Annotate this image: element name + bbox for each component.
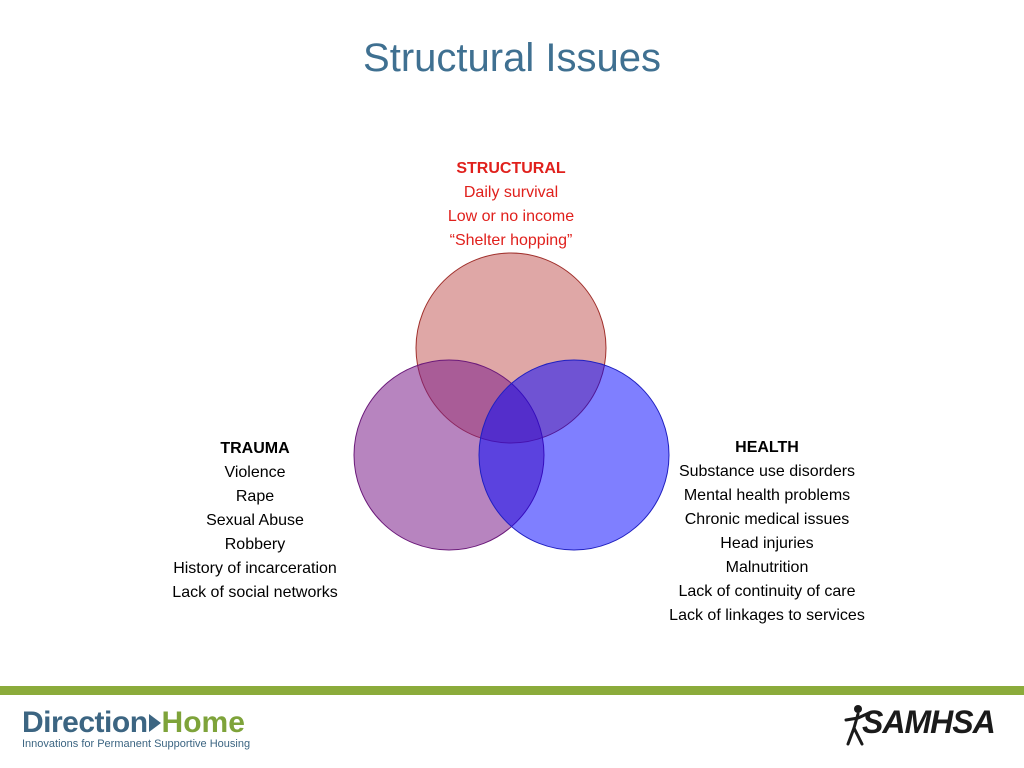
trauma-item: Rape (235, 488, 275, 505)
trauma-item: Lack of social networks (172, 584, 338, 601)
samhsa-logo: SAMHSA (842, 704, 996, 746)
health-block: HEALTH Substance use disorders Mental he… (632, 436, 902, 628)
trauma-item: Sexual Abuse (206, 512, 304, 529)
health-item: Substance use disorders (678, 463, 856, 480)
health-item: Chronic medical issues (684, 511, 850, 528)
logo-tagline: Innovations for Permanent Supportive Hou… (22, 738, 251, 750)
trauma-item: History of incarceration (173, 560, 337, 577)
figure-icon (844, 705, 871, 746)
structural-item: Daily survival (463, 184, 559, 201)
health-item: Head injuries (720, 535, 814, 552)
health-item: Lack of linkages to services (669, 607, 865, 624)
trauma-item: Violence (224, 464, 286, 481)
direction-home-logo: Direction Home Innovations for Permanent … (22, 706, 250, 750)
structural-item: “Shelter hopping” (449, 232, 573, 249)
health-circle (478, 359, 670, 551)
arrow-icon (148, 714, 161, 732)
health-item: Mental health problems (683, 487, 851, 504)
samhsa-wordmark: SAMHSA (862, 704, 996, 740)
structural-heading: STRUCTURAL (456, 160, 566, 177)
logo-word-direction: Direction (22, 706, 148, 739)
slide-title: Structural Issues (363, 36, 661, 80)
structural-block: STRUCTURAL Daily survival Low or no inco… (361, 157, 661, 253)
trauma-item: Robbery (224, 536, 286, 553)
footer-divider (0, 686, 1024, 695)
health-item: Lack of continuity of care (678, 583, 856, 600)
trauma-heading: TRAUMA (220, 440, 290, 457)
health-heading: HEALTH (735, 439, 799, 456)
health-item: Malnutrition (725, 559, 809, 576)
trauma-block: TRAUMA Violence Rape Sexual Abuse Robber… (130, 437, 380, 605)
logo-word-home: Home (161, 706, 245, 739)
structural-item: Low or no income (447, 208, 575, 225)
